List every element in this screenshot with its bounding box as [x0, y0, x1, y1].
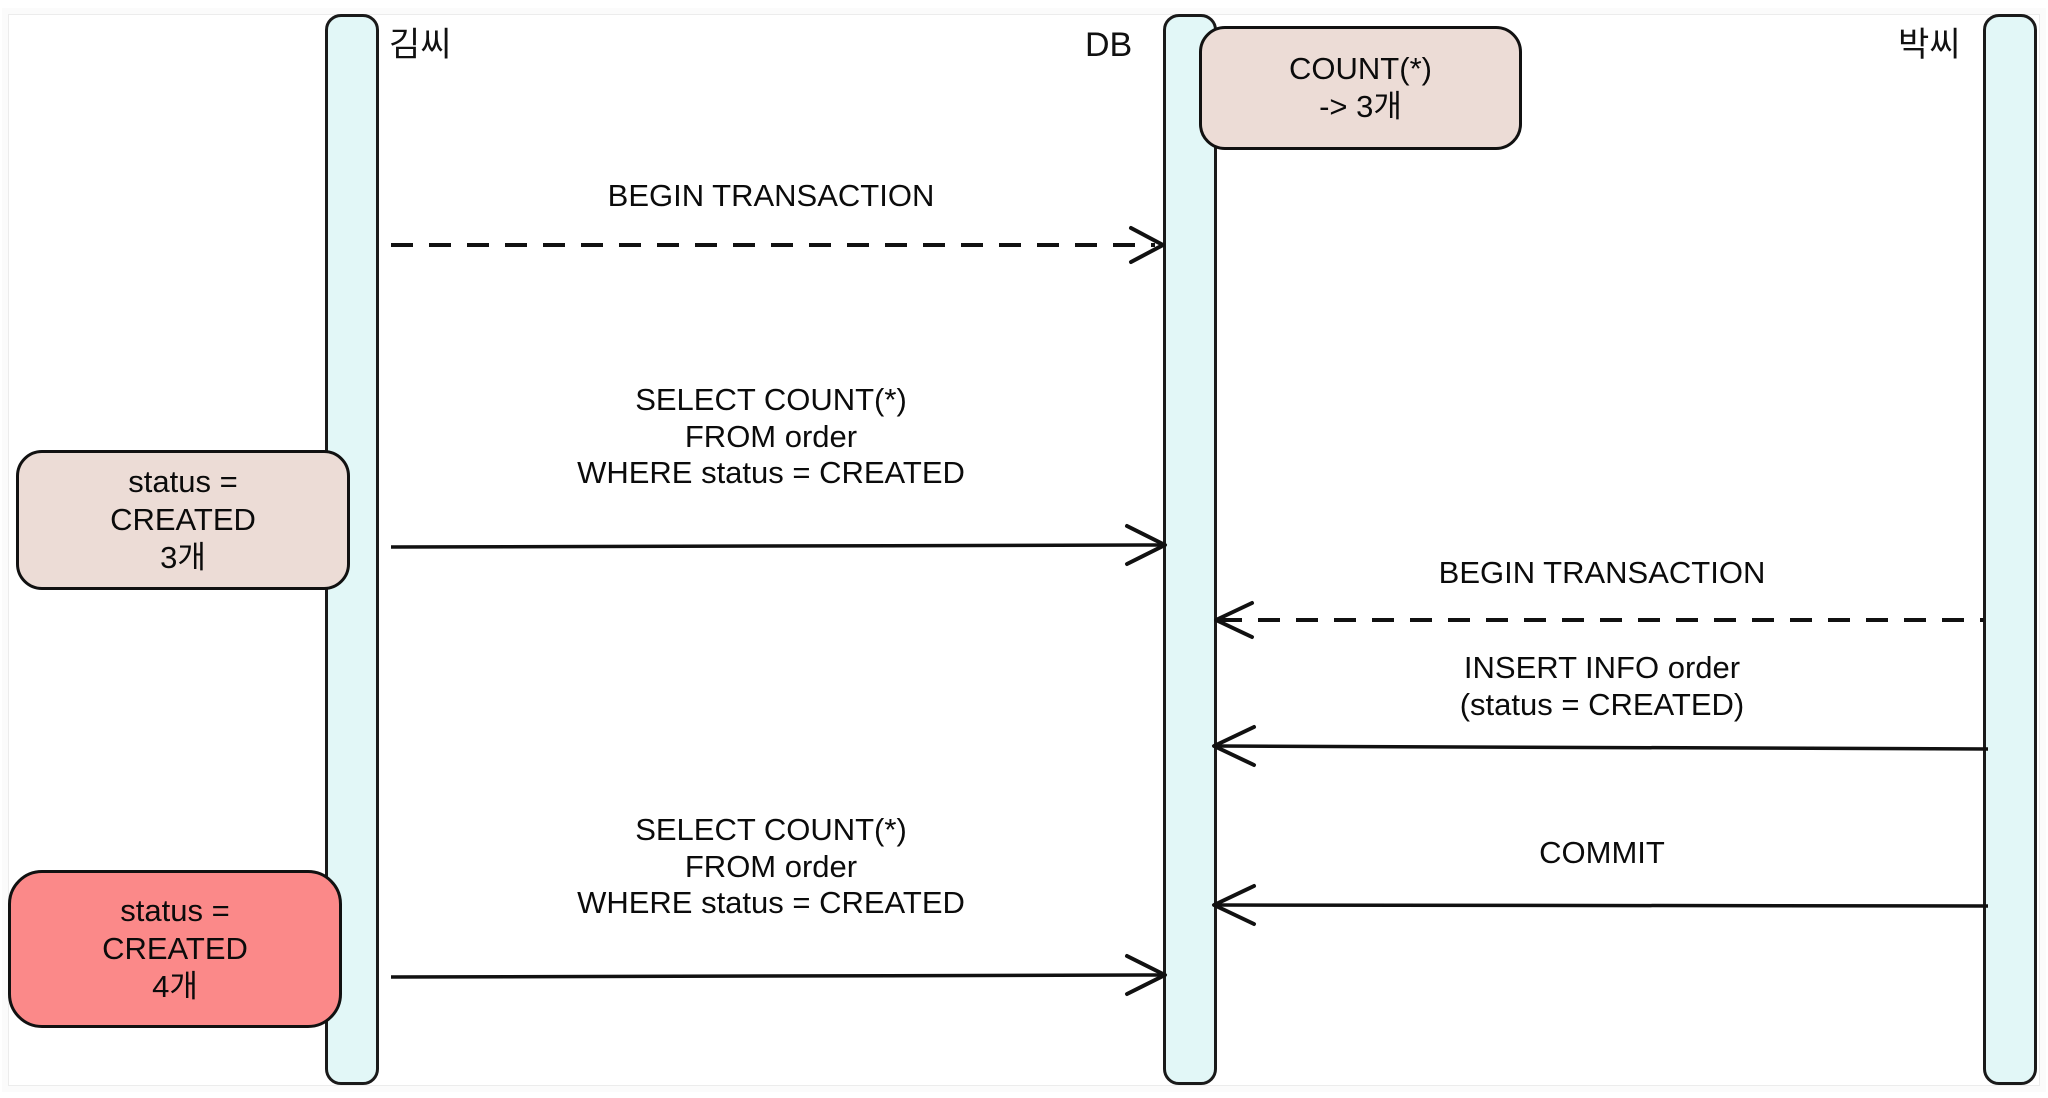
- note-status-created-4[interactable]: status = CREATED 4개: [8, 870, 342, 1028]
- message-arrow-begin-transaction-kim[interactable]: [379, 225, 1169, 265]
- note-status-created-4-line-1: status =: [120, 893, 230, 929]
- note-status-created-3-line-1: status =: [128, 464, 238, 500]
- arrow-shaft: [390, 543, 1162, 549]
- arrow-head-right: [1129, 226, 1165, 264]
- message-arrow-select-count-1[interactable]: [379, 524, 1169, 566]
- arrow-shaft: [390, 973, 1162, 979]
- message-label-insert-info-order: INSERT INFO order (status = CREATED): [1218, 650, 1986, 723]
- message-line: WHERE status = CREATED: [577, 885, 965, 921]
- lifeline-park[interactable]: [1983, 14, 2037, 1085]
- arrow-head-left: [1214, 601, 1254, 639]
- actor-label-db: DB: [1085, 26, 1133, 64]
- message-line: WHERE status = CREATED: [577, 455, 965, 491]
- message-label-select-count-1: SELECT COUNT(*) FROM order WHERE status …: [379, 382, 1163, 492]
- note-status-created-3-line-3: 3개: [160, 539, 206, 575]
- arrow-head-left: [1212, 725, 1256, 767]
- message-arrow-commit[interactable]: [1212, 884, 1990, 926]
- note-count-3[interactable]: COUNT(*) -> 3개: [1199, 26, 1522, 150]
- message-line: BEGIN TRANSACTION: [1438, 555, 1766, 590]
- message-label-commit: COMMIT: [1218, 835, 1986, 872]
- note-count-3-line-2: -> 3개: [1319, 89, 1402, 124]
- message-line: SELECT COUNT(*): [635, 382, 907, 417]
- message-label-begin-transaction-park: BEGIN TRANSACTION: [1218, 555, 1986, 592]
- message-label-begin-transaction-kim: BEGIN TRANSACTION: [379, 178, 1163, 215]
- lifeline-db[interactable]: [1163, 14, 1217, 1085]
- note-count-3-line-1: COUNT(*): [1289, 51, 1432, 87]
- actor-label-kim: 김씨: [389, 26, 452, 64]
- arrow-shaft: [1217, 903, 1989, 908]
- note-status-created-4-line-2: CREATED: [102, 931, 248, 967]
- arrow-head-right: [1125, 524, 1167, 566]
- actor-label-park: 박씨: [1898, 26, 1961, 64]
- message-line: FROM order: [684, 848, 858, 884]
- message-line: SELECT COUNT(*): [635, 812, 907, 847]
- arrow-head-left: [1212, 884, 1256, 926]
- note-status-created-3-line-2: CREATED: [110, 502, 256, 538]
- note-status-created-3[interactable]: status = CREATED 3개: [16, 450, 350, 590]
- message-line: BEGIN TRANSACTION: [607, 178, 935, 213]
- message-arrow-begin-transaction-park[interactable]: [1212, 600, 1990, 640]
- message-arrow-select-count-2[interactable]: [379, 954, 1169, 996]
- arrow-head-right: [1125, 954, 1167, 996]
- message-label-select-count-2: SELECT COUNT(*) FROM order WHERE status …: [379, 812, 1163, 922]
- message-arrow-insert-info-order[interactable]: [1212, 725, 1990, 767]
- message-line: FROM order: [684, 418, 858, 454]
- message-line: INSERT INFO order: [1463, 650, 1741, 685]
- arrow-shaft: [1217, 744, 1989, 751]
- message-line: COMMIT: [1539, 835, 1665, 870]
- message-line: (status = CREATED): [1459, 686, 1745, 722]
- note-status-created-4-line-3: 4개: [152, 968, 198, 1004]
